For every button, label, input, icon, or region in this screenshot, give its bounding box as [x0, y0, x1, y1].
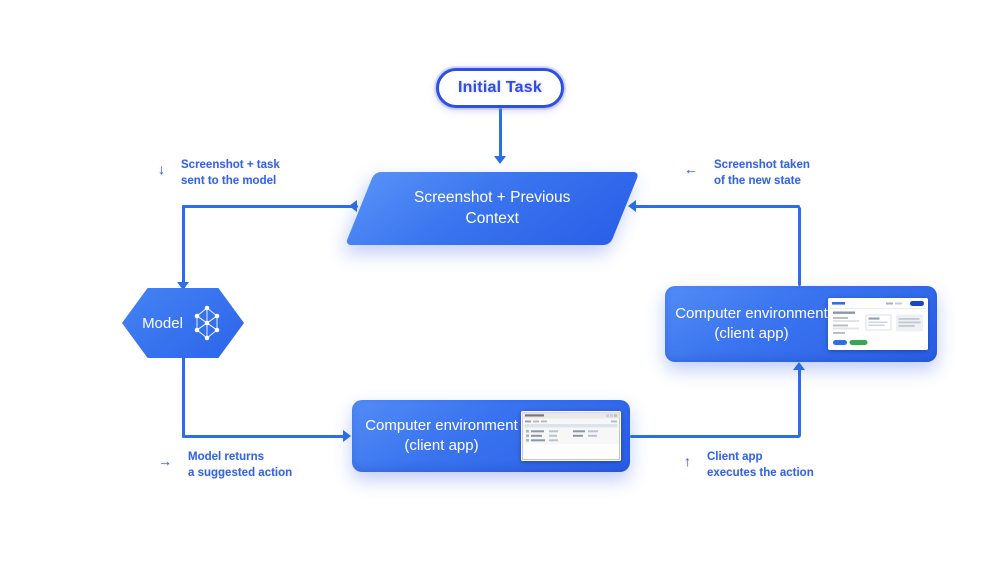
initial-task-label: Initial Task: [458, 79, 542, 96]
step-bottom-left-line1: Model returns: [188, 451, 265, 463]
step-label-bottom-left: → Model returns a suggested action: [158, 450, 292, 481]
env-right-line1: Computer environment: [675, 304, 828, 322]
step-label-bottom-right: ↑ Client app executes the action: [684, 450, 814, 481]
initial-task-node: Initial Task: [436, 68, 564, 108]
arrowhead-context-exit-left-icon: [349, 200, 357, 212]
arrowhead-into-model-icon: [177, 282, 189, 290]
step-bottom-right-line1: Client app: [707, 451, 763, 463]
step-bottom-right-line2: executes the action: [707, 466, 814, 479]
connector-env-to-context-v: [798, 207, 801, 286]
computer-environment-bottom-node: Computer environment (client app): [352, 400, 630, 472]
arrowhead-into-right-env-icon: [793, 362, 805, 370]
connector-model-to-env-h: [182, 435, 348, 438]
model-label: Model: [142, 314, 183, 332]
context-line1: Screenshot + Previous: [414, 188, 571, 206]
connector-context-to-model-h: [182, 205, 358, 208]
context-line2: Context: [465, 209, 519, 227]
step-top-left-line2: sent to the model: [181, 174, 277, 187]
step-label-top-right: ← Screenshot taken of the new state: [684, 158, 810, 189]
step-bottom-right-text: Client app executes the action: [707, 450, 814, 481]
context-node-text: Screenshot + Previous Context: [360, 172, 625, 245]
flow-arrow-up-icon: ↑: [684, 453, 691, 469]
neural-network-icon: [190, 303, 224, 343]
step-bottom-left-line2: a suggested action: [188, 466, 293, 479]
flow-arrow-left-icon: ←: [684, 161, 698, 177]
env-bottom-line1: Computer environment: [365, 416, 518, 434]
connector-env-to-env-v: [798, 366, 801, 437]
flow-arrow-down-icon: ↓: [158, 161, 165, 177]
model-node: Model: [122, 288, 244, 358]
env-bottom-line2: (client app): [404, 437, 479, 454]
connector-model-to-env-v: [182, 356, 185, 438]
context-node: Screenshot + Previous Context: [345, 172, 640, 245]
computer-environment-right-node: Computer environment (client app): [665, 286, 937, 362]
env-bottom-text: Computer environment (client app): [352, 416, 521, 457]
arrowhead-into-context-top-icon: [494, 156, 506, 164]
arrowhead-into-bottom-env-icon: [343, 430, 351, 442]
web-app-screenshot-thumbnail: [828, 298, 928, 350]
step-top-right-line1: Screenshot taken: [714, 159, 810, 171]
connector-task-to-context: [499, 108, 502, 160]
step-top-left-text: Screenshot + task sent to the model: [181, 158, 280, 189]
step-top-right-text: Screenshot taken of the new state: [714, 158, 810, 189]
flow-arrow-right-icon: →: [158, 453, 172, 469]
step-label-top-left: ↓ Screenshot + task sent to the model: [158, 158, 280, 189]
connector-env-to-env-h: [630, 435, 800, 438]
step-top-right-line2: of the new state: [714, 174, 801, 187]
step-bottom-left-text: Model returns a suggested action: [188, 450, 292, 481]
step-top-left-line1: Screenshot + task: [181, 159, 280, 171]
env-right-text: Computer environment (client app): [665, 304, 828, 345]
connector-env-to-context-h: [632, 205, 800, 208]
arrowhead-into-context-right-icon: [628, 200, 636, 212]
env-right-line2: (client app): [714, 325, 789, 342]
connector-context-to-model-v: [182, 205, 185, 291]
desktop-app-screenshot-thumbnail: [521, 411, 621, 461]
